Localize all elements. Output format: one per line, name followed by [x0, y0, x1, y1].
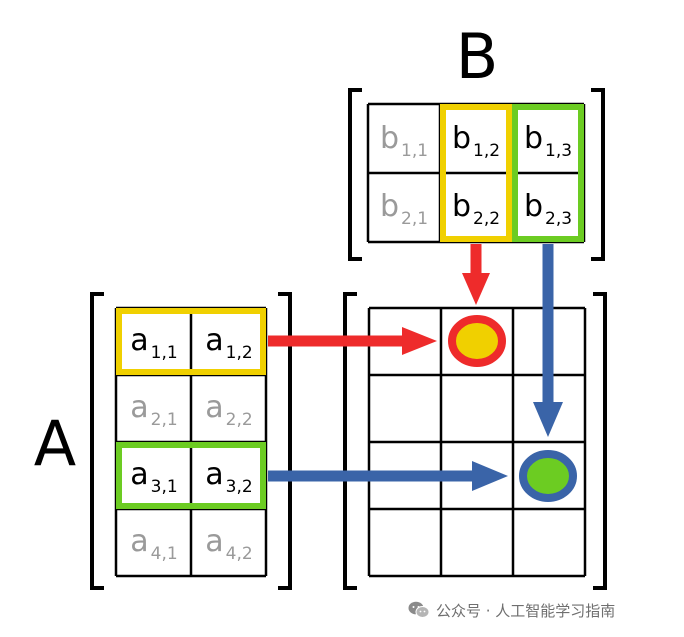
result-marker-3-3: [519, 450, 577, 502]
watermark-text: 公众号 · 人工智能学习指南: [436, 601, 616, 620]
watermark: 公众号 · 人工智能学习指南: [408, 598, 615, 622]
result-matrix-grid: [367, 306, 587, 578]
matrix-b-column-3-highlight: [512, 104, 584, 242]
matrix-a-left-bracket: [90, 292, 104, 590]
wechat-icon: [408, 601, 430, 618]
matrix-b-column-2-highlight: [440, 104, 512, 242]
matrix-a-right-bracket: [278, 292, 292, 590]
matrix-b-label: B: [456, 20, 499, 93]
blue-arrow-row-3: [268, 461, 508, 491]
matrix-a-row-1-highlight: [116, 308, 266, 375]
red-arrow-row-1: [268, 327, 437, 355]
result-left-bracket: [343, 292, 357, 590]
matrix-b-left-bracket: [348, 88, 362, 261]
matrix-a-row-3-highlight: [116, 442, 266, 509]
result-right-bracket: [593, 292, 607, 590]
result-marker-1-2: [448, 315, 506, 367]
matrix-a-label: A: [34, 407, 76, 480]
red-arrow-column-2: [462, 244, 490, 305]
blue-arrow-column-3: [533, 244, 563, 437]
matrix-b-right-bracket: [591, 88, 605, 261]
